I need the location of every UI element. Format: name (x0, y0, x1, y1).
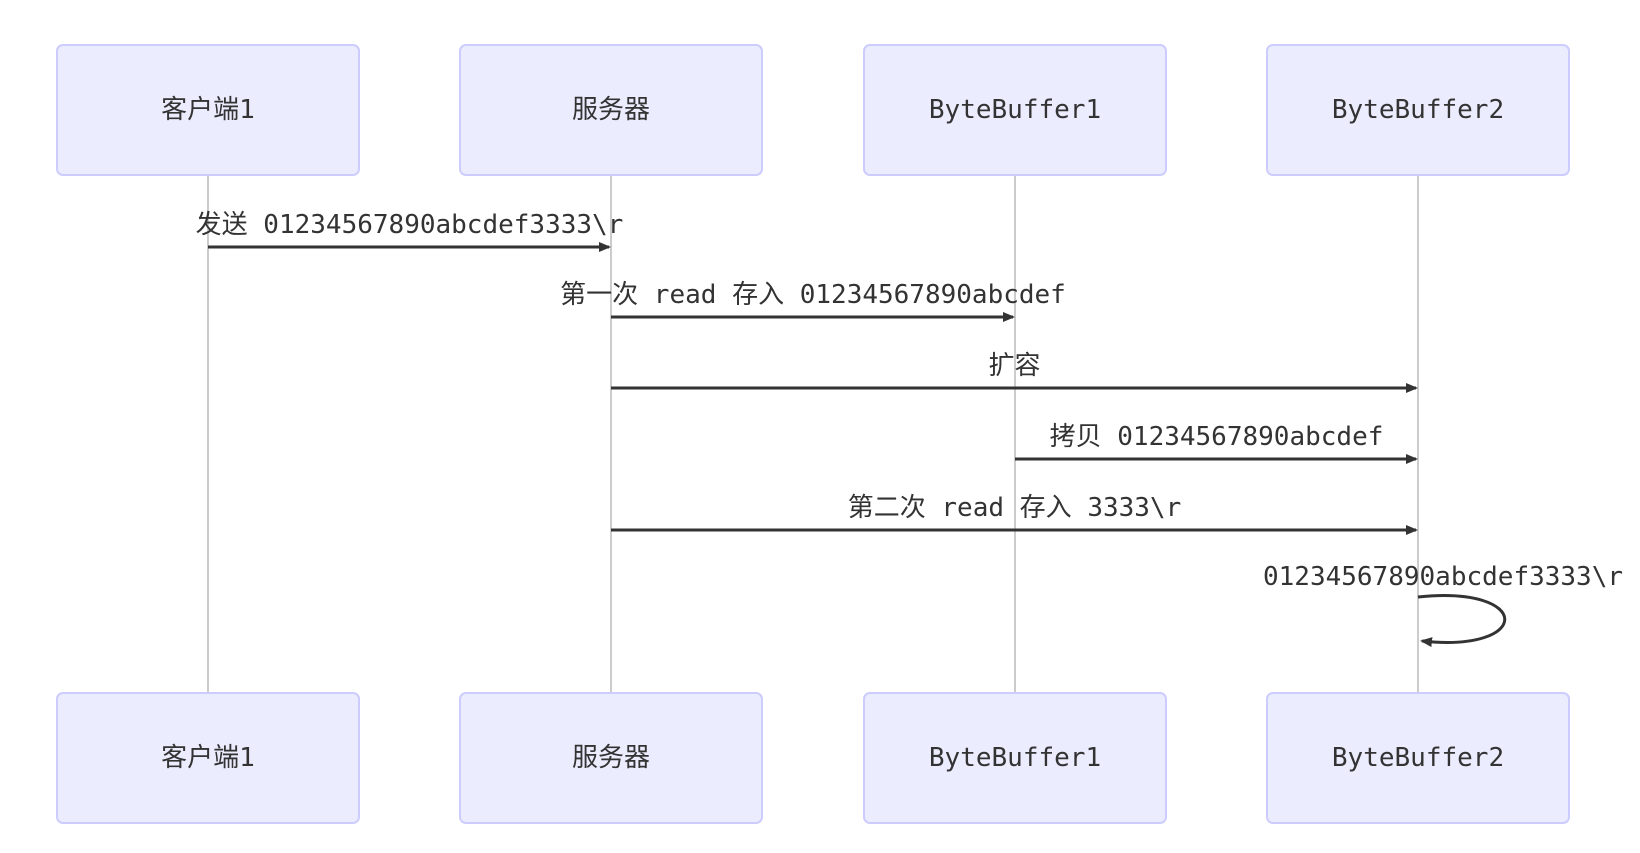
actor-bytebuffer2-top: ByteBuffer2 (1266, 44, 1570, 176)
actor-box (863, 692, 1167, 824)
actor-label: 客户端1 (161, 95, 255, 125)
actor-bytebuffer1-top: ByteBuffer1 (863, 44, 1167, 176)
actor-box (459, 44, 763, 176)
actor-box (863, 44, 1167, 176)
actor-client1-top: 客户端1 (56, 44, 360, 176)
actor-box (459, 692, 763, 824)
actor-label: 服务器 (572, 95, 650, 125)
actor-label: ByteBuffer2 (1332, 95, 1504, 125)
message-label: 01234567890abcdef3333\r (1263, 562, 1623, 592)
message-label: 发送 01234567890abcdef3333\r (196, 210, 624, 240)
actor-box (1266, 44, 1570, 176)
actor-label: 服务器 (572, 743, 650, 773)
actor-label: ByteBuffer1 (929, 95, 1101, 125)
actor-bytebuffer1-bottom: ByteBuffer1 (863, 692, 1167, 824)
message-2: 第一次 read 存入 01234567890abcdef (560, 280, 1066, 322)
actor-bytebuffer2-bottom: ByteBuffer2 (1266, 692, 1570, 824)
actor-label: 客户端1 (161, 743, 255, 773)
actor-label: ByteBuffer2 (1332, 743, 1504, 773)
message-1: 发送 01234567890abcdef3333\r (196, 210, 624, 252)
message-label: 第二次 read 存入 3333\r (848, 493, 1182, 523)
actor-box (56, 692, 360, 824)
actor-server-bottom: 服务器 (459, 692, 763, 824)
actor-box (1266, 692, 1570, 824)
actor-label: ByteBuffer1 (929, 743, 1101, 773)
message-6: 01234567890abcdef3333\r (1263, 562, 1623, 648)
actor-client1-bottom: 客户端1 (56, 692, 360, 824)
message-label: 第一次 read 存入 01234567890abcdef (560, 280, 1066, 310)
message-5: 第二次 read 存入 3333\r (611, 493, 1418, 535)
message-3: 扩容 (611, 351, 1418, 393)
message-label: 扩容 (988, 351, 1040, 381)
message-label: 拷贝 01234567890abcdef (1050, 422, 1384, 452)
actor-server-top: 服务器 (459, 44, 763, 176)
self-message-arrow (1417, 594, 1507, 648)
message-4: 拷贝 01234567890abcdef (1015, 422, 1418, 464)
actor-box (56, 44, 360, 176)
